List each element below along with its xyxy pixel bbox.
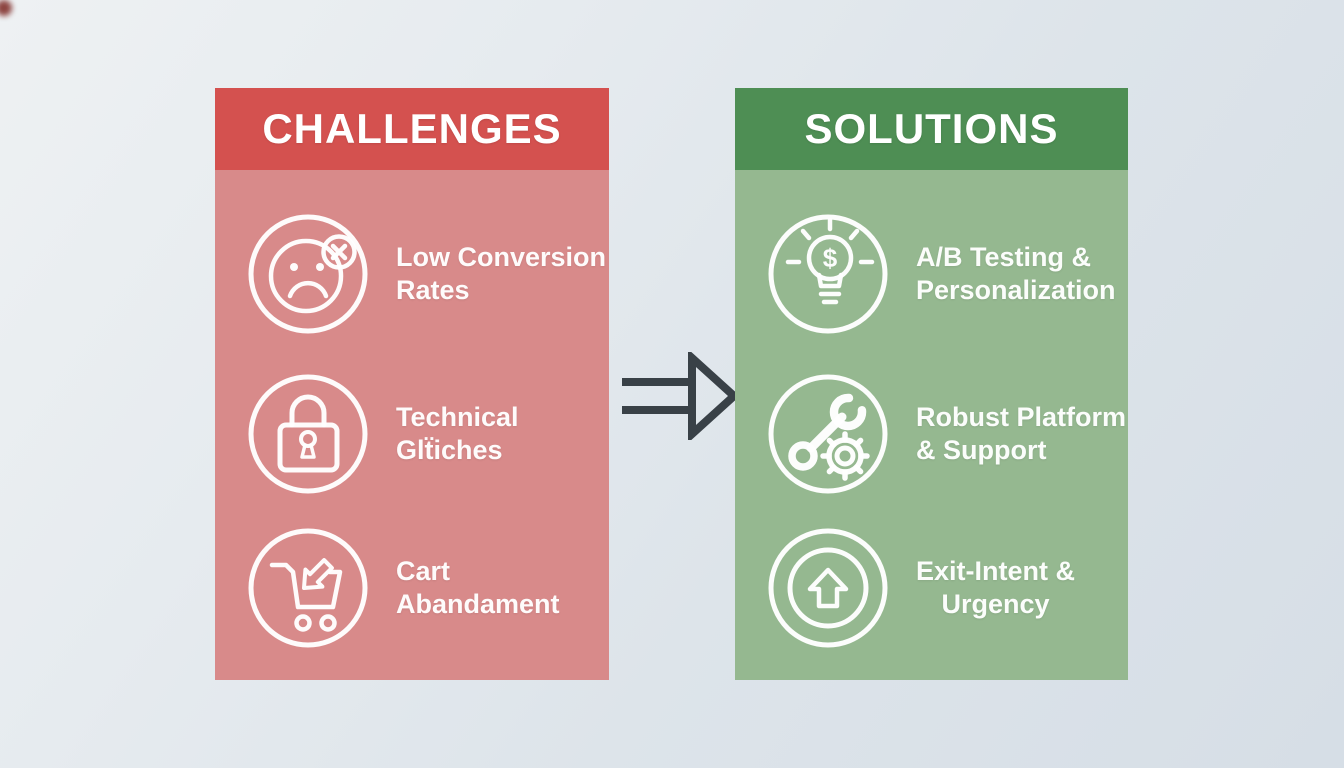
solution-label-platform-support: Robust Platform & Support bbox=[916, 402, 1127, 465]
solution-item-ab-testing: $ A/B Testing & Personalization bbox=[766, 212, 1128, 336]
solution-label-ab-testing: A/B Testing & Personalization bbox=[916, 242, 1116, 305]
challenges-body: Low Conversion Rates Technical Glẗiches bbox=[215, 170, 609, 680]
solutions-panel: SOLUTIONS $ A/B Testing & Personalizatio… bbox=[735, 88, 1128, 680]
solutions-header: SOLUTIONS bbox=[735, 88, 1128, 170]
challenge-label-cart-abandonment: Cart Abandament bbox=[396, 556, 560, 619]
challenge-item-technical-glitches: Technical Glẗiches bbox=[246, 372, 609, 496]
dollar-glyph: $ bbox=[823, 243, 838, 273]
challenge-label-low-conversion: Low Conversion Rates bbox=[396, 242, 607, 305]
solutions-body: $ A/B Testing & Personalization bbox=[735, 170, 1128, 680]
challenge-item-cart-abandonment: Cart Abandament bbox=[246, 526, 609, 650]
challenges-header: CHALLENGES bbox=[215, 88, 609, 170]
dollar-bulb-icon: $ bbox=[766, 212, 890, 336]
solution-item-exit-intent: Exit-Intent & Urgency bbox=[766, 526, 1128, 650]
up-arrow-circle-icon bbox=[766, 526, 890, 650]
challenge-label-technical-glitches: Technical Glẗiches bbox=[396, 402, 519, 465]
padlock-icon bbox=[246, 372, 370, 496]
wrench-gear-icon bbox=[766, 372, 890, 496]
right-arrow-icon bbox=[618, 348, 740, 444]
challenges-panel: CHALLENGES Low Conversion Rates bbox=[215, 88, 609, 680]
sad-face-x-icon bbox=[246, 212, 370, 336]
solution-label-exit-intent: Exit-Intent & Urgency bbox=[916, 556, 1075, 619]
solution-item-platform-support: Robust Platform & Support bbox=[766, 372, 1128, 496]
challenge-item-low-conversion: Low Conversion Rates bbox=[246, 212, 609, 336]
corner-artifact bbox=[0, 0, 12, 16]
cart-abandon-icon bbox=[246, 526, 370, 650]
